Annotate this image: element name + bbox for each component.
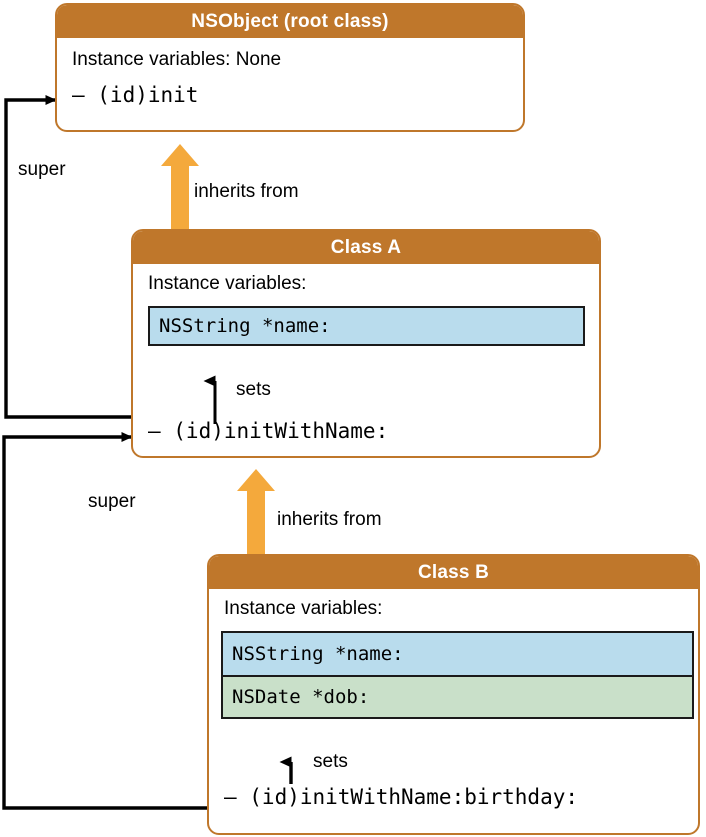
label-inherits-from-b: inherits from [277,509,382,530]
class-title-class-b: Class B [209,556,698,589]
class-title-nsobject: NSObject (root class) [57,5,523,38]
class-box-class-a[interactable]: Class A Instance variables: NSString *na… [131,229,601,458]
ivar-list-class-a: NSString *name: [148,306,585,346]
label-super-b: super [88,491,136,512]
label-super-a: super [18,159,66,180]
method-init-with-name-birthday[interactable]: – (id)initWithName:birthday: [224,785,579,809]
class-box-nsobject[interactable]: NSObject (root class) Instance variables… [55,3,525,132]
class-body-nsobject: Instance variables: None – (id)init [57,38,523,130]
ivars-label-class-a: Instance variables: [148,273,307,294]
class-box-class-b[interactable]: Class B Instance variables: NSString *na… [207,554,700,835]
class-title-class-a: Class A [133,231,599,264]
method-init-with-name[interactable]: – (id)initWithName: [148,419,389,443]
label-sets-a: sets [236,379,271,400]
method-init[interactable]: – (id)init [72,83,199,107]
inherits-arrow-b-to-a [237,469,275,559]
super-connector-a-to-nsobject [4,95,147,419]
ivar-list-class-b: NSString *name: NSDate *dob: [221,631,694,719]
ivar-nsstring-name-b[interactable]: NSString *name: [223,633,692,675]
class-body-class-b: Instance variables: NSString *name: NSDa… [209,589,698,833]
ivars-label-nsobject: Instance variables: None [72,49,282,70]
label-inherits-from-a: inherits from [194,181,299,202]
ivar-nsstring-name-a[interactable]: NSString *name: [150,308,583,344]
label-sets-b: sets [313,751,348,772]
ivars-label-class-b: Instance variables: [224,598,383,619]
ivar-nsdate-dob-b[interactable]: NSDate *dob: [223,675,692,717]
class-body-class-a: Instance variables: NSString *name: – (i… [133,264,599,456]
